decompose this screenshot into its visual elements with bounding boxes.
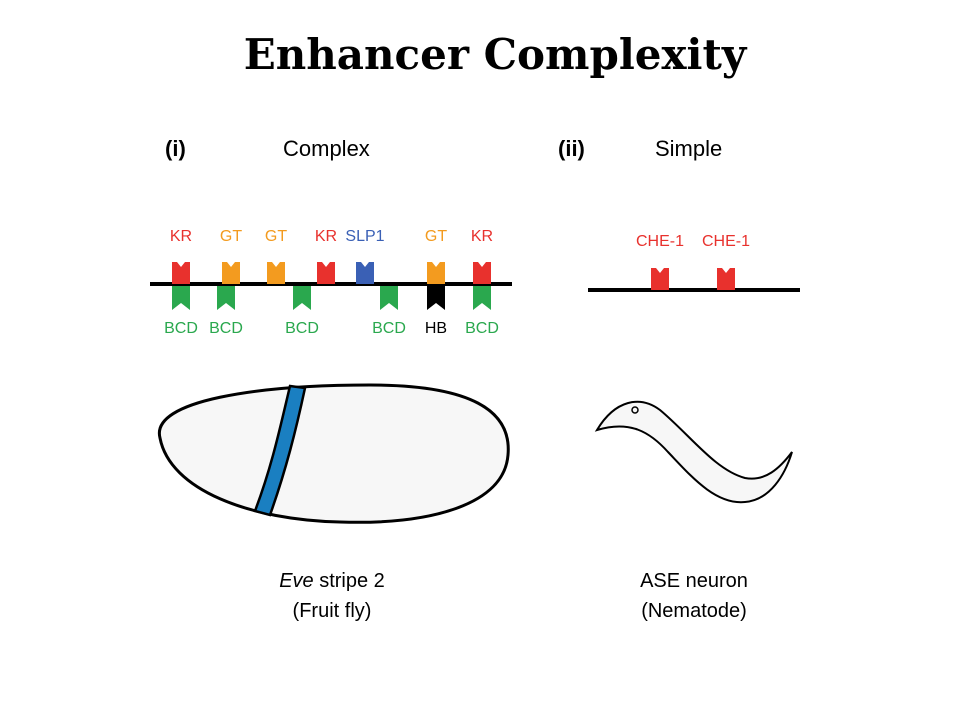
binding-site-hb — [427, 286, 445, 310]
factor-label-bcd: BCD — [209, 320, 243, 337]
factor-label-bcd: BCD — [372, 320, 406, 337]
binding-site-che-1 — [651, 268, 669, 290]
binding-site-bcd — [217, 286, 235, 310]
binding-site-bcd — [293, 286, 311, 310]
caption-fruit-fly: Eve stripe 2 (Fruit fly) — [232, 566, 432, 626]
page-title: Enhancer Complexity — [243, 30, 747, 79]
panel-i-numeral: (i) — [165, 136, 186, 161]
binding-site-gt — [427, 262, 445, 284]
factor-label-slp1: SLP1 — [345, 228, 385, 245]
caption-nematode-organism: (Nematode) — [641, 600, 747, 622]
factor-label-che-1: CHE-1 — [701, 233, 750, 250]
factor-label-bcd: BCD — [465, 320, 499, 337]
nematode-neuron-marker — [631, 406, 639, 414]
factor-label-gt: GT — [264, 228, 288, 245]
embryo-outline — [157, 383, 510, 524]
factor-label-hb: HB — [424, 320, 448, 337]
binding-site-gt — [222, 262, 240, 284]
binding-site-che-1 — [717, 268, 735, 290]
factor-label-bcd: BCD — [285, 320, 319, 337]
factor-label-kr: KR — [169, 228, 193, 245]
factor-label-che-1: CHE-1 — [635, 233, 684, 250]
binding-site-kr — [317, 262, 335, 284]
binding-site-kr — [473, 262, 491, 284]
factor-label-gt: GT — [219, 228, 243, 245]
top-binding-sites-simple — [651, 268, 735, 290]
panel-ii-numeral: (ii) — [558, 136, 585, 161]
panel-i-heading: Complex — [283, 136, 370, 161]
panel-ii-heading: Simple — [655, 136, 723, 161]
caption-fruit-fly-organism: (Fruit fly) — [292, 600, 372, 622]
binding-site-kr — [172, 262, 190, 284]
binding-site-bcd — [172, 286, 190, 310]
eve-stripe-2 — [253, 384, 307, 517]
factor-label-bcd: BCD — [164, 320, 198, 337]
bottom-binding-sites-complex — [172, 286, 491, 310]
nematode-outline — [594, 400, 793, 504]
caption-nematode: ASE neuron (Nematode) — [594, 566, 794, 626]
factor-label-kr: KR — [314, 228, 338, 245]
caption-eve-rest: stripe 2 — [313, 570, 385, 592]
binding-site-bcd — [473, 286, 491, 310]
binding-site-gt — [267, 262, 285, 284]
binding-site-bcd — [380, 286, 398, 310]
caption-eve-italic: Eve — [279, 570, 314, 592]
top-binding-sites-complex — [172, 262, 491, 284]
factor-label-gt: GT — [424, 228, 448, 245]
factor-label-kr: KR — [470, 228, 494, 245]
binding-site-slp1 — [356, 262, 374, 284]
caption-ase-neuron: ASE neuron — [640, 570, 748, 592]
